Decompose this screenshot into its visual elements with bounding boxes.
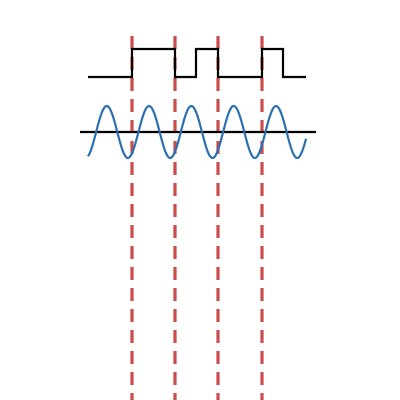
square-wave — [88, 47, 306, 79]
marker-lines — [130, 36, 264, 400]
sine-wave — [87, 104, 308, 160]
